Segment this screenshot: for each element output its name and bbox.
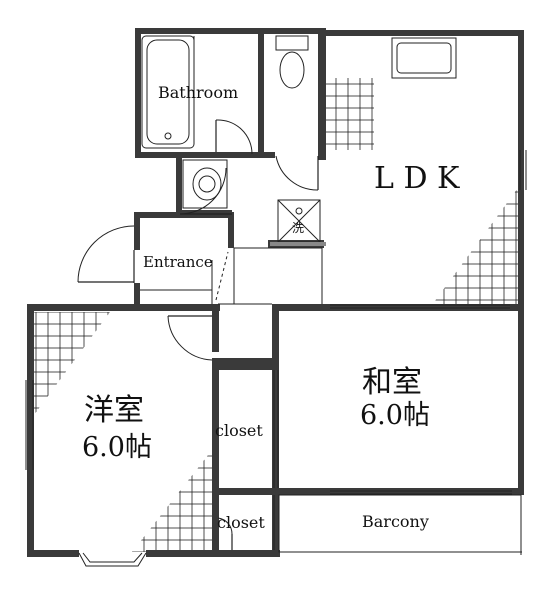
thin-lines: [25, 150, 527, 567]
toilet: [275, 35, 309, 89]
kitchen-sink: [391, 37, 457, 79]
closet-upper-label: closet: [215, 421, 263, 440]
washer-space: [270, 199, 326, 246]
washitsu-size-label: 6.0帖: [360, 400, 430, 431]
balcony-label: Barcony: [362, 512, 429, 531]
youshitsu-tile-bottom: [132, 450, 212, 552]
wash-basin: [182, 159, 228, 209]
youshitsu-label: 洋室: [84, 393, 144, 428]
closet-lower-label: closet: [217, 513, 265, 532]
doors: [77, 119, 319, 550]
washitsu-label: 和室: [362, 365, 422, 400]
youshitsu-size-label: 6.0帖: [82, 432, 152, 463]
bathroom-label: Bathroom: [158, 83, 238, 102]
entrance-label: Entrance: [143, 253, 213, 271]
ldk-tile-top: [326, 78, 374, 150]
washer-mark: 洗: [292, 221, 304, 235]
ldk-tile-bottom: [432, 188, 518, 305]
ldk-label: L D K: [374, 161, 460, 196]
